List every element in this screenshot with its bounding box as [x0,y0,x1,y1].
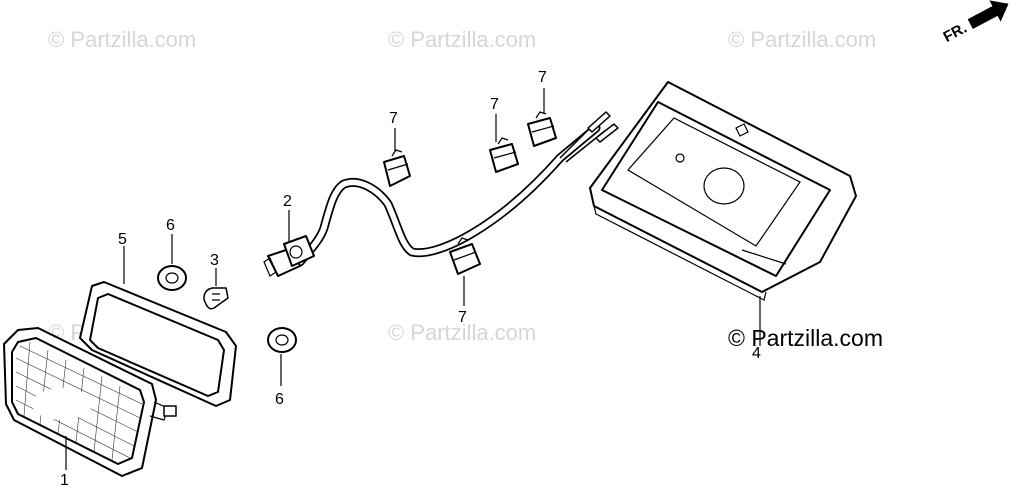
part-wire-harness [295,111,619,267]
part-lens [3,327,177,477]
watermark-top-center: © Partzilla.com [388,27,536,52]
callout-lens: 1 [60,472,69,489]
callout-grommet-bottom: 6 [275,391,284,408]
front-direction-indicator: FR. [940,0,1009,46]
callout-grommet-top: 6 [166,217,175,234]
callout-housing: 4 [752,345,761,362]
watermark-top-right: © Partzilla.com [728,27,876,52]
part-grommet-top [157,265,187,291]
callout-clip-a: 7 [389,110,398,127]
part-taillight-housing [589,81,857,301]
part-clip-b [489,137,519,173]
part-clip-d [449,237,481,275]
part-clip-c [527,111,557,147]
watermark-top-left: © Partzilla.com [48,27,196,52]
part-bulb-socket [263,235,315,277]
front-arrow-icon [967,0,1009,29]
callout-clip-d: 7 [458,309,467,326]
callout-bulb: 3 [210,252,219,269]
part-gasket [79,281,237,407]
callout-socket: 2 [283,193,292,210]
part-grommet-bottom [267,327,297,353]
callout-clip-c: 7 [538,69,547,86]
part-clip-a [383,149,411,187]
partzilla-credit: © Partzilla.com [728,325,883,351]
part-bulb [203,287,229,310]
callout-clip-b: 7 [490,96,499,113]
front-label: FR. [940,20,969,46]
callout-gasket: 5 [118,231,127,248]
watermark-middle-center: © Partzilla.com [388,320,536,345]
